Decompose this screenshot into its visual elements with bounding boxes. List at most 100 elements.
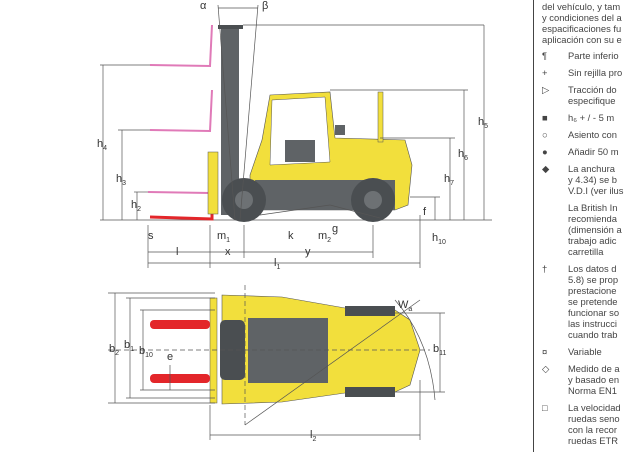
top-view: b2 b1 b10 e Wa b11 l2: [108, 285, 446, 443]
svg-text:h6: h6: [458, 148, 468, 162]
footnote-text: ruedas seno: [568, 413, 620, 424]
footnote-text: las instrucci: [568, 318, 617, 329]
h7-sub: 7: [450, 180, 454, 187]
footnote-symbol: ¤: [542, 346, 548, 357]
svg-text:h7: h7: [444, 173, 454, 187]
h6-label: h: [458, 148, 464, 160]
h10-sub: 10: [438, 239, 446, 246]
exhaust-pipe: [377, 91, 384, 143]
footnote-text: Parte inferio: [568, 50, 619, 61]
footnote-text: La British In: [568, 202, 618, 213]
m2-label: m: [318, 230, 327, 242]
b10-label: b: [139, 345, 145, 357]
forklift-dimension-diagram: α β h4 h3 h2 s m1 k m2 g f h10 h7 h6 h5 …: [97, 0, 492, 443]
svg-text:Wa: Wa: [398, 299, 412, 313]
l2-sub: 2: [312, 436, 316, 443]
h4-sub: 4: [103, 145, 107, 152]
footnote-text: cuando trab: [568, 329, 618, 340]
footnote-text: se pretende: [568, 296, 618, 307]
fork-lowered: [149, 213, 214, 221]
footnote-symbol: ◆: [542, 163, 550, 174]
s-label: s: [148, 230, 154, 242]
svg-text:h5: h5: [478, 116, 488, 130]
h3-label: h: [116, 173, 122, 185]
wa-sub: a: [408, 306, 412, 313]
m1-sub: 1: [226, 237, 230, 244]
h10-label: h: [432, 232, 438, 244]
b1-sub: 1: [130, 346, 134, 353]
l2-label: l: [310, 429, 312, 441]
fork-carriage-top: [209, 297, 218, 404]
side-view: α β h4 h3 h2 s m1 k m2 g f h10 h7 h6 h5 …: [97, 0, 492, 271]
m1-label: m: [217, 230, 226, 242]
h6-sub: 6: [464, 155, 468, 162]
footnote-text: Añadir 50 m: [568, 146, 619, 157]
fork-raised: [149, 24, 213, 133]
l-label: l: [176, 246, 178, 258]
h7-label: h: [444, 173, 450, 185]
footnote-symbol: ¶: [542, 50, 548, 61]
b11-label: b: [433, 343, 439, 355]
k-label: k: [288, 230, 294, 242]
seat: [285, 140, 315, 162]
footnote-text: con la recor: [568, 424, 617, 435]
svg-text:b10: b10: [139, 345, 153, 359]
rear-wheel-right: [345, 387, 395, 397]
footnote-symbol: +: [542, 67, 548, 78]
wa-label: W: [398, 299, 409, 311]
e-label: e: [167, 351, 173, 363]
f-label: f: [423, 206, 427, 218]
h3-sub: 3: [122, 180, 126, 187]
footnote-text: Variable: [568, 346, 602, 357]
y-label: y: [305, 246, 311, 258]
m2-sub: 2: [327, 237, 331, 244]
footnote-text: Norma EN1: [568, 385, 617, 396]
b10-sub: 10: [145, 352, 153, 359]
operator-compartment: [248, 318, 328, 383]
footnote-symbol: ○: [542, 129, 548, 140]
footnote-text: trabajo adic: [568, 235, 617, 246]
footnote-text: y 4.34) se b: [568, 174, 617, 185]
svg-text:m2: m2: [318, 230, 331, 244]
front-wheel-hub: [235, 191, 253, 209]
footnote-text: prestacione: [568, 285, 617, 296]
mast-top: [218, 25, 243, 29]
g-label: g: [332, 223, 338, 235]
alpha-label: α: [200, 0, 207, 12]
h4-label: h: [97, 138, 103, 150]
l1-sub: 1: [276, 264, 280, 271]
footnote-text: V.D.I (ver ilus: [568, 185, 624, 196]
footnote-text: La anchura: [568, 163, 615, 174]
mast: [221, 25, 239, 215]
footnote-symbol: ▷: [542, 84, 550, 95]
footnote-text: Asiento con: [568, 129, 617, 140]
svg-text:b1: b1: [124, 339, 134, 353]
svg-text:b2: b2: [109, 343, 119, 357]
rear-wheel-hub: [364, 191, 382, 209]
footnote-text: Tracción do: [568, 84, 617, 95]
svg-text:b11: b11: [433, 343, 446, 357]
footnote-text: y basado en: [568, 374, 620, 385]
svg-text:l1: l1: [274, 257, 280, 271]
svg-text:h10: h10: [432, 232, 446, 246]
h5-label: h: [478, 116, 484, 128]
b2-sub: 2: [115, 350, 119, 357]
footnote-text: La velocidad: [568, 402, 621, 413]
footnote-symbol: †: [542, 263, 548, 274]
fork-mid: [147, 191, 211, 194]
rear-wheel-left: [345, 306, 395, 316]
footnote-text: carretilla: [568, 246, 604, 257]
footnote-text: (dimensión a: [568, 224, 622, 235]
b1-label: b: [124, 339, 130, 351]
h2-sub: 2: [137, 206, 141, 213]
x-label: x: [225, 246, 231, 258]
footnote-text: h₆ + / - 5 m: [568, 112, 615, 123]
intro-line: y condiciones del a: [542, 12, 622, 23]
fork-right: [150, 374, 210, 383]
intro-line: aplicación con su e: [542, 34, 622, 45]
footnote-text: recomienda: [568, 213, 617, 224]
footnote-text: especifique: [568, 95, 616, 106]
fork-carriage: [207, 151, 219, 215]
footnote-text: 5.8) se prop: [568, 274, 619, 285]
